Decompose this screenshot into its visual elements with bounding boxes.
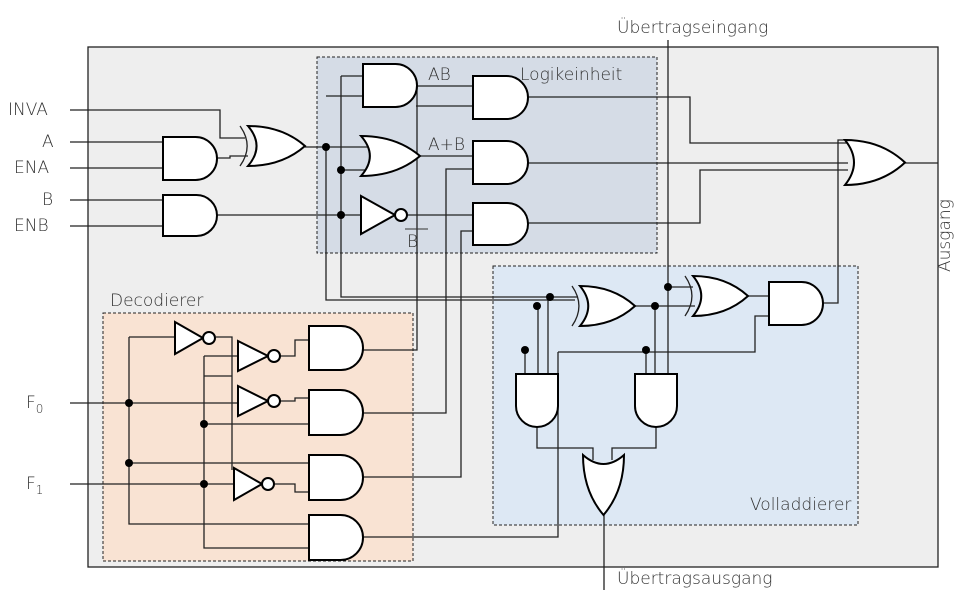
inverter-bubble (202, 331, 216, 345)
junction-dot (337, 211, 345, 219)
junction-dot (200, 480, 208, 488)
wire (611, 427, 657, 460)
wire (216, 336, 233, 470)
label-full-adder: Volladdierer (750, 495, 851, 515)
junction-dot (533, 302, 541, 310)
wire-and-a-to-xor (217, 155, 248, 159)
label-f1: F1 (26, 474, 43, 497)
wire (536, 427, 594, 460)
wire-sum-enable (558, 315, 770, 353)
junction-dot (200, 420, 208, 428)
inverter-bubble (261, 477, 275, 491)
wire-and-out-3 (528, 169, 848, 224)
label-f0: F0 (26, 393, 43, 416)
label-a-or-b: A+B (428, 135, 465, 155)
label-a: A (42, 132, 54, 152)
junction-dot (664, 283, 672, 291)
junction-dot (642, 346, 650, 354)
label-logic-unit: Logikeinheit (520, 65, 622, 85)
label-ena: ENA (14, 158, 49, 178)
wire-decoder-3 (363, 352, 559, 538)
or-gate-carry (581, 452, 626, 517)
xor-gate-inva (245, 124, 307, 168)
junction-dot (651, 302, 659, 310)
wire-decoder-1 (363, 168, 476, 414)
wire-inva (70, 109, 245, 139)
xor-input-arc (684, 275, 693, 317)
label-b: B (42, 190, 53, 210)
not-gate-dec-2 (237, 384, 271, 418)
or-gate-a-or-b (358, 134, 422, 178)
wire (363, 325, 418, 351)
junction-dot (337, 166, 345, 174)
xor-input-arc (239, 125, 248, 167)
label-carry-out: Übertragsausgang (617, 567, 772, 589)
junction-dot (125, 399, 133, 407)
junction-dot (546, 293, 554, 301)
wire (280, 397, 311, 402)
and-gate-logic-3 (472, 202, 529, 246)
inverter-bubble (267, 394, 281, 408)
and-gate-ab (362, 63, 418, 108)
label-decoder: Decodierer (110, 291, 203, 311)
not-gate-f0 (233, 466, 265, 502)
wire-a-bus (325, 147, 575, 301)
and-gate-logic-2 (472, 140, 529, 185)
inverter-bubble (267, 349, 281, 363)
xor-input-arc (571, 285, 580, 327)
wire (280, 339, 311, 357)
and-gate-dec-1 (308, 389, 364, 436)
inverter-bubble (394, 208, 408, 222)
and-gate-dec-0 (308, 325, 364, 371)
junctions (125, 143, 672, 488)
and-gate-sum (768, 281, 824, 326)
wire-decoder-2 (363, 230, 476, 478)
and-gate-carry-2 (634, 373, 678, 428)
not-gate-f1 (174, 320, 206, 356)
label-ab: AB (428, 65, 451, 85)
label-carry-in: Übertragseingang (617, 16, 768, 38)
and-gate-carry-1 (515, 373, 559, 428)
wire (274, 483, 311, 493)
wire-adder-out (823, 139, 848, 304)
and-gate-dec-2 (308, 454, 364, 501)
not-gate-dec-1 (237, 339, 271, 373)
wire-and-out-1 (528, 96, 848, 144)
xor-gate-adder-2 (690, 274, 750, 318)
label-inva: INVA (8, 100, 48, 120)
or-gate-output (842, 138, 907, 187)
xor-gate-adder-1 (577, 284, 637, 328)
label-output: Ausgang (935, 199, 955, 272)
and-gate-a-ena (162, 136, 218, 181)
junction-dot (521, 346, 529, 354)
gates (162, 63, 907, 561)
not-gate-b (360, 194, 398, 236)
wire-b-bus (340, 215, 577, 298)
and-gate-dec-3 (308, 514, 364, 561)
and-gate-b-enb (162, 194, 218, 237)
junction-dot (322, 143, 330, 151)
and-gate-logic-1 (472, 75, 529, 120)
junction-dot (125, 459, 133, 467)
label-not-b: B (407, 232, 418, 252)
label-enb: ENB (14, 216, 49, 236)
